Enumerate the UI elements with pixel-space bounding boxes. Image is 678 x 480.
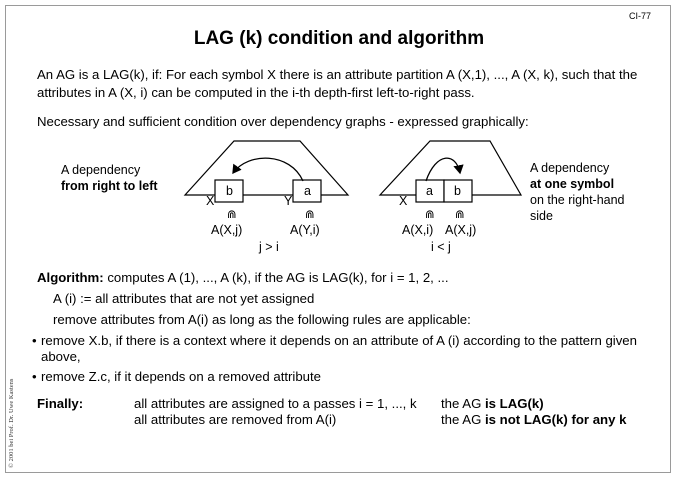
left-symbol-y: Y	[284, 194, 293, 208]
slide-title: LAG (k) condition and algorithm	[193, 28, 485, 49]
left-member-icon-2: ⋒	[305, 209, 315, 221]
left-box-a-label: a	[304, 184, 311, 198]
left-caption-line1: A dependency	[61, 163, 141, 177]
finally-result2-prefix: the AG	[441, 412, 485, 427]
right-box-b-label: b	[454, 184, 461, 198]
right-caption-line4: side	[530, 209, 553, 223]
bullet-remove-xb: remove X.b, if there is a context where …	[41, 333, 637, 364]
right-member-icon-1: ⋒	[425, 209, 435, 221]
algorithm-step1: A (i) := all attributes that are not yet…	[53, 291, 315, 306]
finally-result2-bold: is not LAG(k) for any k	[485, 412, 627, 427]
right-box-b	[443, 179, 473, 203]
finally-result1-bold: is LAG(k)	[485, 396, 544, 411]
left-dependency-arrow	[232, 157, 304, 182]
slide-id: CI-77	[629, 11, 652, 21]
right-set-axj: A(X,j)	[445, 223, 477, 237]
left-caption-line2: from right to left	[61, 179, 158, 193]
right-set-axi: A(X,i)	[402, 223, 434, 237]
copyright-text: © 2001 bei Prof. Dr. Uwe Kastens	[8, 378, 15, 468]
left-box-b	[214, 179, 244, 203]
right-production-trapezoid	[378, 140, 523, 196]
left-set-axj: A(X,j)	[211, 223, 243, 237]
left-set-ayi: A(Y,i)	[290, 223, 320, 237]
right-symbol-x: X	[399, 194, 408, 208]
finally-line2: all attributes are removed from A(i)	[134, 412, 337, 427]
bullet-remove-zc: remove Z.c, if it depends on a removed a…	[41, 369, 322, 384]
right-caption-line3: on the right-hand	[530, 193, 625, 207]
intro-paragraph: An AG is a LAG(k), if: For each symbol X…	[37, 67, 638, 100]
bullet-icon-2: •	[32, 369, 37, 384]
finally-line1: all attributes are assigned to a passes …	[134, 396, 417, 411]
left-member-icon-1: ⋒	[227, 209, 237, 221]
left-box-a	[292, 179, 322, 203]
left-symbol-x: X	[206, 194, 215, 208]
right-caption-line1: A dependency	[530, 161, 610, 175]
right-caption-line2: at one symbol	[530, 177, 615, 191]
algorithm-text: computes A (1), ..., A (k), if the AG is…	[103, 270, 449, 285]
finally-result1: the AG is LAG(k)	[441, 396, 544, 411]
copyright-sidebar: © 2001 bei Prof. Dr. Uwe Kastens	[6, 338, 18, 468]
algorithm-step2: remove attributes from A(i) as long as t…	[53, 312, 471, 327]
finally-result2: the AG is not LAG(k) for any k	[441, 412, 626, 427]
left-production-trapezoid	[183, 140, 350, 196]
right-relation: i < j	[431, 240, 451, 254]
algorithm-line: Algorithm: computes A (1), ..., A (k), i…	[37, 270, 449, 285]
finally-label: Finally:	[37, 396, 84, 411]
right-box-a-label: a	[426, 184, 433, 198]
right-member-icon-2: ⋒	[455, 209, 465, 221]
algorithm-label: Algorithm:	[37, 270, 104, 285]
right-dependency-arrow	[425, 157, 464, 182]
slide-frame	[5, 5, 671, 473]
left-relation: j > i	[259, 240, 279, 254]
bullet-icon-1: •	[32, 333, 37, 348]
condition-paragraph: Necessary and sufficient condition over …	[37, 114, 529, 129]
finally-result1-prefix: the AG	[441, 396, 485, 411]
left-box-b-label: b	[226, 184, 233, 198]
